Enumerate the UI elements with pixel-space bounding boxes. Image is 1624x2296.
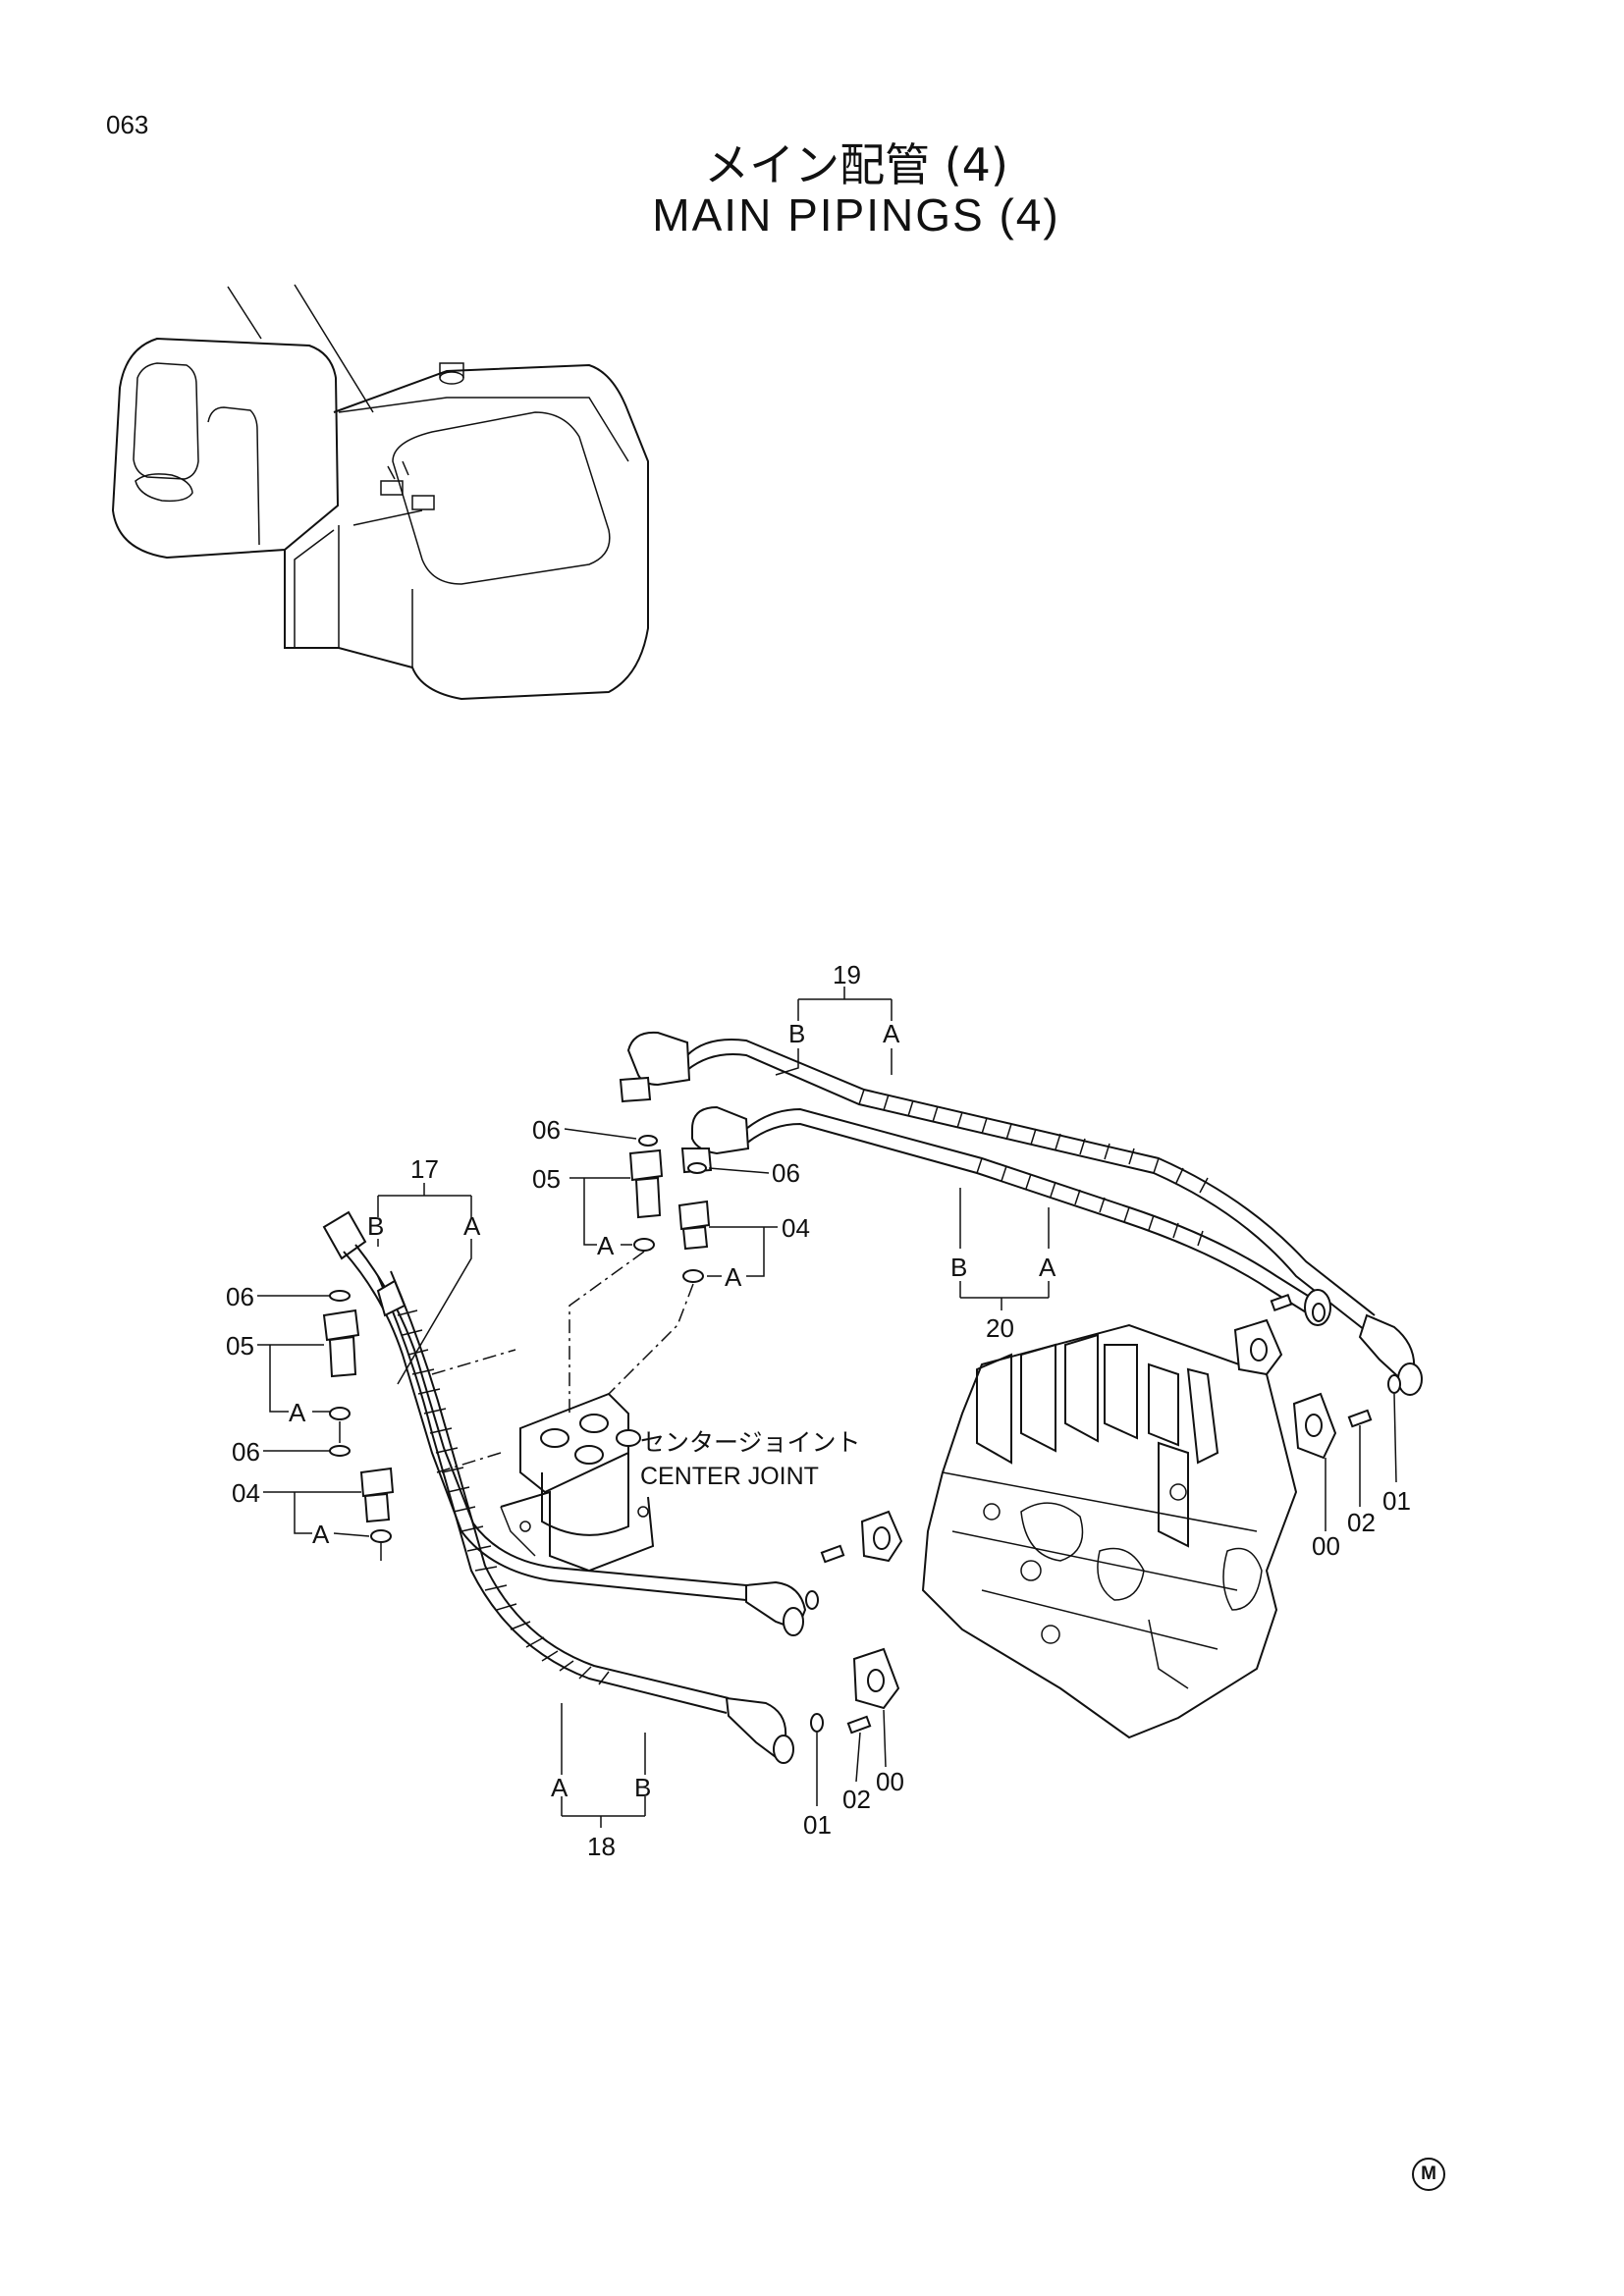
mid-callout-a-upper: A bbox=[597, 1231, 615, 1260]
left-callout-a-lower: A bbox=[312, 1520, 330, 1549]
left-callout-06-upper: 06 bbox=[226, 1282, 254, 1311]
page-number: 063 bbox=[106, 110, 149, 139]
callout-20-b: B bbox=[950, 1253, 967, 1282]
hoses-19-20 bbox=[619, 1031, 1423, 1396]
bottom-callout-01: 01 bbox=[803, 1810, 832, 1840]
left-callout-05: 05 bbox=[226, 1331, 254, 1361]
callout-19-a: A bbox=[883, 1019, 900, 1048]
bottom-callout-00: 00 bbox=[876, 1767, 904, 1796]
callout-20-a: A bbox=[1039, 1253, 1056, 1282]
callout-20: 20 bbox=[986, 1313, 1014, 1343]
mid-callout-05: 05 bbox=[532, 1164, 561, 1194]
labels: 19 B A B A 20 17 B A A B 18 06 05 A 06 0… bbox=[226, 960, 1411, 1861]
control-valve-part bbox=[921, 1323, 1298, 1739]
callout-17-a: A bbox=[463, 1211, 481, 1241]
left-callout-a-upper: A bbox=[289, 1398, 306, 1427]
callout-19-b: B bbox=[788, 1019, 805, 1048]
mid-callout-a-lower: A bbox=[725, 1262, 742, 1292]
adapters-and-orings bbox=[322, 1135, 711, 1561]
mid-callout-06-upper: 06 bbox=[532, 1115, 561, 1145]
right-callout-01: 01 bbox=[1382, 1486, 1411, 1516]
callout-18: 18 bbox=[587, 1832, 616, 1861]
center-joint-part bbox=[500, 1392, 655, 1573]
callout-19: 19 bbox=[833, 960, 861, 989]
center-joint-label-en: CENTER JOINT bbox=[640, 1463, 819, 1490]
left-callout-06-lower: 06 bbox=[232, 1437, 260, 1467]
callout-18-a: A bbox=[551, 1773, 568, 1802]
callout-lines bbox=[257, 987, 1397, 1828]
center-joint-label-jp: センタージョイント bbox=[640, 1428, 861, 1457]
bottom-callout-02: 02 bbox=[842, 1785, 871, 1814]
mid-callout-06-lower: 06 bbox=[772, 1158, 800, 1188]
callout-17-b: B bbox=[367, 1211, 384, 1241]
left-callout-04: 04 bbox=[232, 1478, 260, 1508]
title-japanese: メイン配管 (4) bbox=[704, 138, 1008, 191]
flange-kits bbox=[805, 1293, 1401, 1735]
title-english: MAIN PIPINGS (4) bbox=[652, 189, 1060, 240]
excavator-locator-illustration bbox=[111, 284, 649, 701]
mid-callout-04: 04 bbox=[782, 1213, 810, 1243]
callout-18-b: B bbox=[634, 1773, 651, 1802]
hoses-17-18 bbox=[322, 1210, 807, 1764]
right-callout-00: 00 bbox=[1312, 1531, 1340, 1561]
manufacturer-mark: M bbox=[1412, 2158, 1445, 2191]
right-callout-02: 02 bbox=[1347, 1508, 1376, 1537]
callout-17: 17 bbox=[410, 1154, 439, 1184]
